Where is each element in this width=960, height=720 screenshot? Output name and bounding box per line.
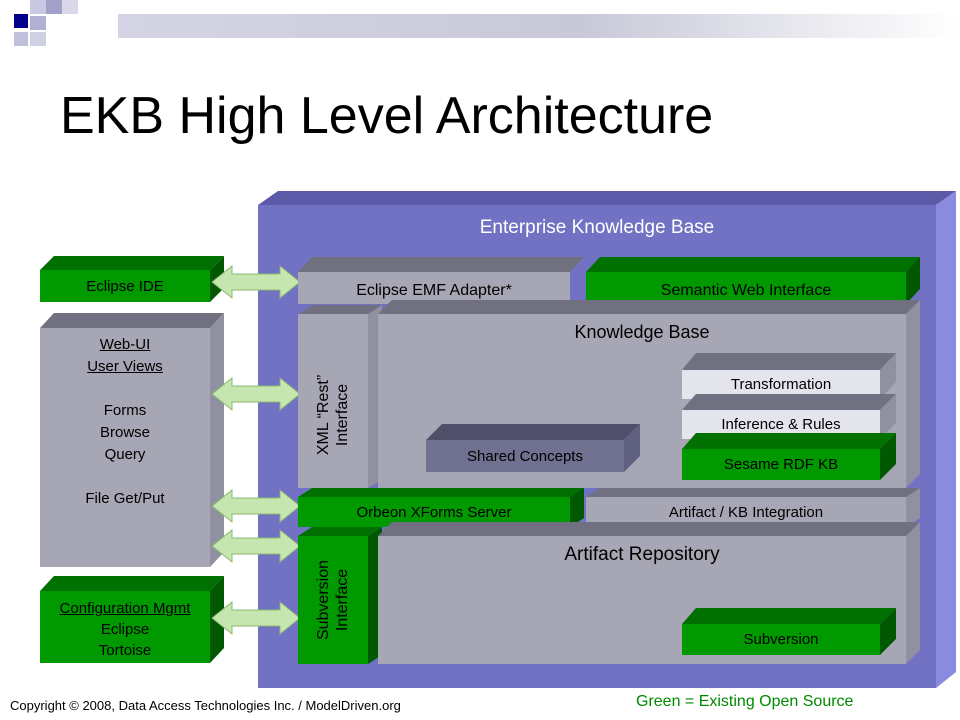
xml-rest-text: XML “Rest” Interface	[315, 374, 351, 456]
transformation-label: Transformation	[730, 376, 832, 393]
artifact-kb-label: Artifact / KB Integration	[668, 503, 824, 521]
semantic-web-box	[586, 257, 920, 304]
shared-concepts-box	[426, 424, 640, 472]
web-ui-item: Forms	[103, 402, 147, 419]
subversion-box	[682, 608, 896, 655]
subversion-interface-text: Subversion Interface	[315, 559, 351, 641]
header-square-light	[14, 32, 28, 46]
config-mgmt-box	[40, 576, 224, 663]
config-item: Tortoise	[98, 642, 152, 659]
config-title: Configuration Mgmt	[59, 600, 191, 617]
header-square-light	[30, 0, 46, 14]
knowledge-base-label: Knowledge Base	[574, 321, 710, 342]
legend: Green = Existing Open Source	[636, 693, 854, 710]
web-ui-item: Browse	[99, 424, 151, 441]
emf-adapter-label: Eclipse EMF Adapter*	[356, 282, 512, 299]
web-ui-title: Web-UI	[99, 336, 151, 353]
inference-label: Inference & Rules	[721, 416, 841, 433]
copyright: Copyright © 2008, Data Access Technologi…	[10, 698, 401, 713]
sesame-box	[682, 433, 896, 480]
web-ui-item: Query	[104, 446, 146, 463]
subversion-interface-label: Subversion Interface	[298, 540, 368, 660]
header-square-dark	[14, 14, 28, 28]
header-square-light	[62, 0, 78, 14]
header-bar	[118, 14, 960, 38]
emf-adapter-box	[298, 257, 584, 304]
xml-rest-box	[298, 305, 382, 488]
web-ui-file: File Get/Put	[85, 490, 165, 507]
page-title: EKB High Level Architecture	[60, 87, 714, 145]
header-square-light	[30, 16, 46, 30]
sesame-label: Sesame RDF KB	[723, 456, 839, 473]
shared-concepts-label: Shared Concepts	[467, 447, 583, 465]
header-square-light	[30, 32, 46, 46]
web-ui-labels: Web-UI User Views Forms Browse Query Fil…	[40, 334, 210, 510]
inference-box	[682, 394, 896, 439]
header-square-light	[46, 0, 62, 14]
eclipse-ide-box	[40, 256, 224, 302]
eclipse-ide-label: Eclipse IDE	[86, 277, 164, 295]
config-item: Eclipse	[100, 621, 150, 638]
config-labels: Configuration Mgmt Eclipse Tortoise	[40, 598, 210, 661]
ekb-title: Enterprise Knowledge Base	[479, 217, 715, 238]
semantic-web-label: Semantic Web Interface	[660, 282, 832, 299]
subversion-label: Subversion	[743, 631, 819, 648]
web-ui-subtitle: User Views	[87, 358, 163, 375]
xml-rest-label: XML “Rest” Interface	[298, 330, 368, 500]
orbeon-label: Orbeon XForms Server	[356, 503, 512, 521]
artifact-repo-label: Artifact Repository	[564, 544, 720, 565]
